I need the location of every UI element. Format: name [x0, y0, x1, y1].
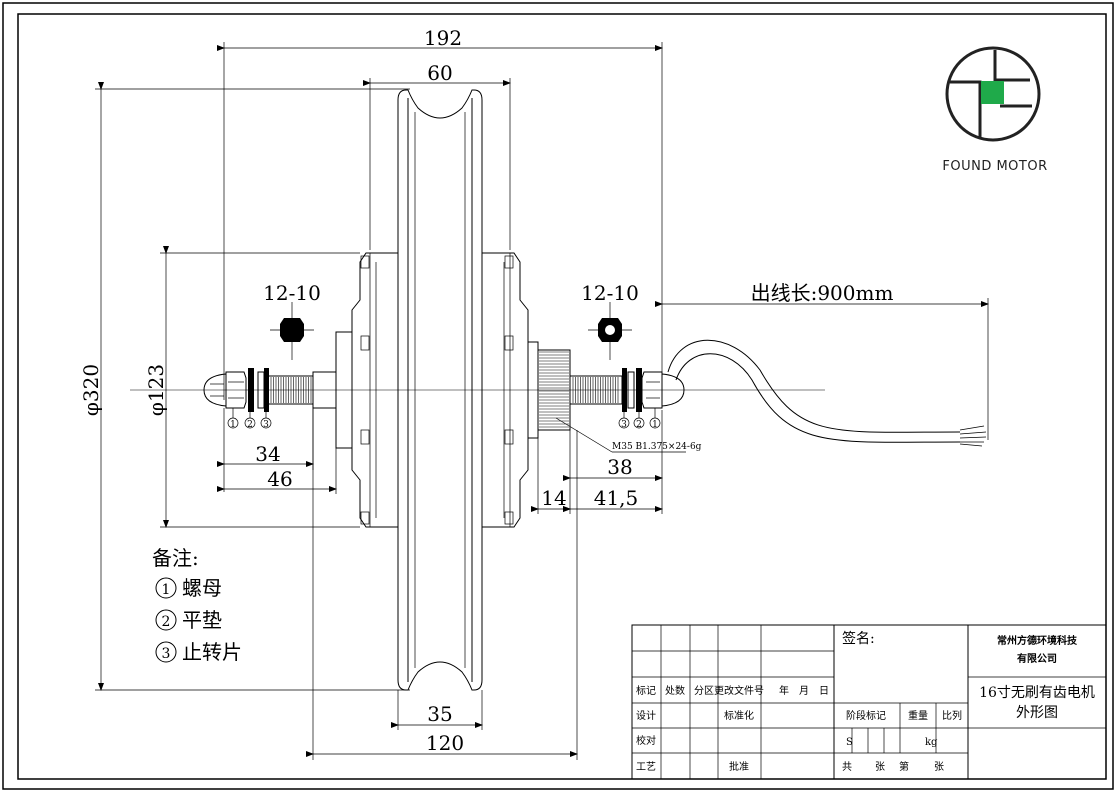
tb-h-zone: 分区: [694, 685, 714, 697]
callout-left-1: 1: [230, 420, 236, 430]
dimension-cable: 出线长:900mm: [655, 281, 989, 440]
left-axle-nut: [225, 371, 247, 409]
tb-h-year: 年: [779, 684, 789, 697]
dim-34-label: 34: [255, 442, 280, 466]
nut-left-label: 12-10: [263, 281, 321, 305]
nut-symbol-right: 12-10: [581, 281, 639, 360]
tb-h-mark: 标记: [636, 685, 656, 697]
dimension-38: 38: [563, 410, 663, 514]
cable-wire-ends: [959, 425, 987, 447]
tb-design: 设计: [636, 709, 656, 722]
note-1-text: 螺母: [182, 576, 222, 600]
left-axle-cap: [203, 373, 227, 407]
tb-scale: 比列: [942, 709, 962, 722]
dim-38-label: 38: [607, 455, 632, 479]
note-3-text: 止转片: [182, 640, 242, 664]
callout-right-3: 3: [621, 420, 627, 430]
tb-company-1: 常州方德环境科技: [997, 634, 1078, 647]
dimension-320: φ320: [79, 82, 410, 691]
right-axle-nut: [641, 371, 663, 409]
notes-title: 备注:: [152, 546, 199, 570]
tb-sheet-unit: 张: [934, 761, 944, 773]
rim: [397, 89, 483, 691]
dim-320-label: φ320: [79, 364, 103, 416]
tb-h-month: 月: [799, 685, 809, 697]
logo-text: FOUND MOTOR: [942, 159, 1047, 174]
dim-60-label: 60: [427, 61, 452, 85]
dim-14-label: 14: [541, 486, 566, 510]
dimension-120: 120: [306, 408, 578, 760]
tb-total: 共: [842, 761, 852, 773]
cable-upper: [667, 339, 961, 433]
dimension-41-5: 41,5: [563, 486, 663, 512]
dim-46-label: 46: [267, 467, 292, 491]
note-2-num: 2: [162, 614, 171, 630]
tb-h-day: 日: [819, 686, 829, 697]
title-block: 签名: 常州方德环境科技 有限公司 16寸无刷有齿电机 外形图 标记 处数 分区…: [631, 624, 1107, 780]
tb-sheet-no: 第: [899, 760, 909, 773]
found-motor-logo: FOUND MOTOR: [942, 46, 1047, 174]
callout-left-3: 3: [263, 420, 269, 430]
tb-stage-mark: 阶段标记: [846, 709, 886, 722]
right-axle-cap: [661, 373, 685, 407]
notes: 备注: 1 螺母 2 平垫 3 止转片: [152, 546, 242, 664]
tb-company-2: 有限公司: [1017, 652, 1057, 665]
thread-label: M35 B1.375×24-6g: [612, 442, 702, 452]
tb-sign: 签名:: [842, 630, 875, 647]
dim-192-label: 192: [424, 26, 462, 50]
callouts-right: 3 2 1: [618, 408, 661, 430]
callout-right-1: 1: [652, 420, 658, 430]
note-1-num: 1: [162, 582, 171, 598]
cable-lower: [675, 353, 961, 443]
dimension-60: 60: [363, 61, 511, 250]
cable-length-label: 出线长:900mm: [751, 281, 894, 305]
dimension-35: 35: [391, 690, 483, 730]
dim-120-label: 120: [426, 731, 464, 755]
tb-h-count: 处数: [665, 684, 685, 697]
tb-weight: 重量: [908, 709, 928, 722]
tb-h-change-doc: 更改文件号: [714, 684, 764, 697]
dimension-192: 192: [217, 26, 663, 400]
dim-35-label: 35: [427, 702, 452, 726]
callout-right-2: 2: [636, 420, 642, 430]
tb-drawing-title-1: 16寸无刷有齿电机: [979, 685, 1095, 701]
motor-drawing: [130, 89, 987, 691]
dimension-46: 46: [217, 448, 337, 494]
logo-green-square: [981, 81, 1004, 104]
dimension-14: 14: [531, 438, 571, 514]
tb-standard: 标准化: [724, 709, 754, 722]
tb-kg: kg: [925, 737, 938, 748]
tb-process: 工艺: [636, 761, 656, 773]
dim-41-5-label: 41,5: [594, 486, 639, 510]
note-2-text: 平垫: [182, 608, 222, 632]
nut-symbol-left: 12-10: [263, 281, 321, 360]
inner-frame: [17, 13, 1107, 780]
nut-right-label: 12-10: [581, 281, 639, 305]
tb-s: S: [846, 737, 853, 748]
note-3-num: 3: [162, 646, 171, 662]
tb-sheets: 张: [875, 761, 885, 773]
thread-callout: M35 B1.375×24-6g: [555, 417, 702, 453]
tb-approve: 批准: [729, 760, 749, 773]
callout-left-2: 2: [247, 420, 253, 430]
callouts-left: 1 2 3: [227, 408, 272, 430]
tb-check: 校对: [636, 734, 656, 747]
tb-drawing-title-2: 外形图: [1016, 705, 1058, 721]
